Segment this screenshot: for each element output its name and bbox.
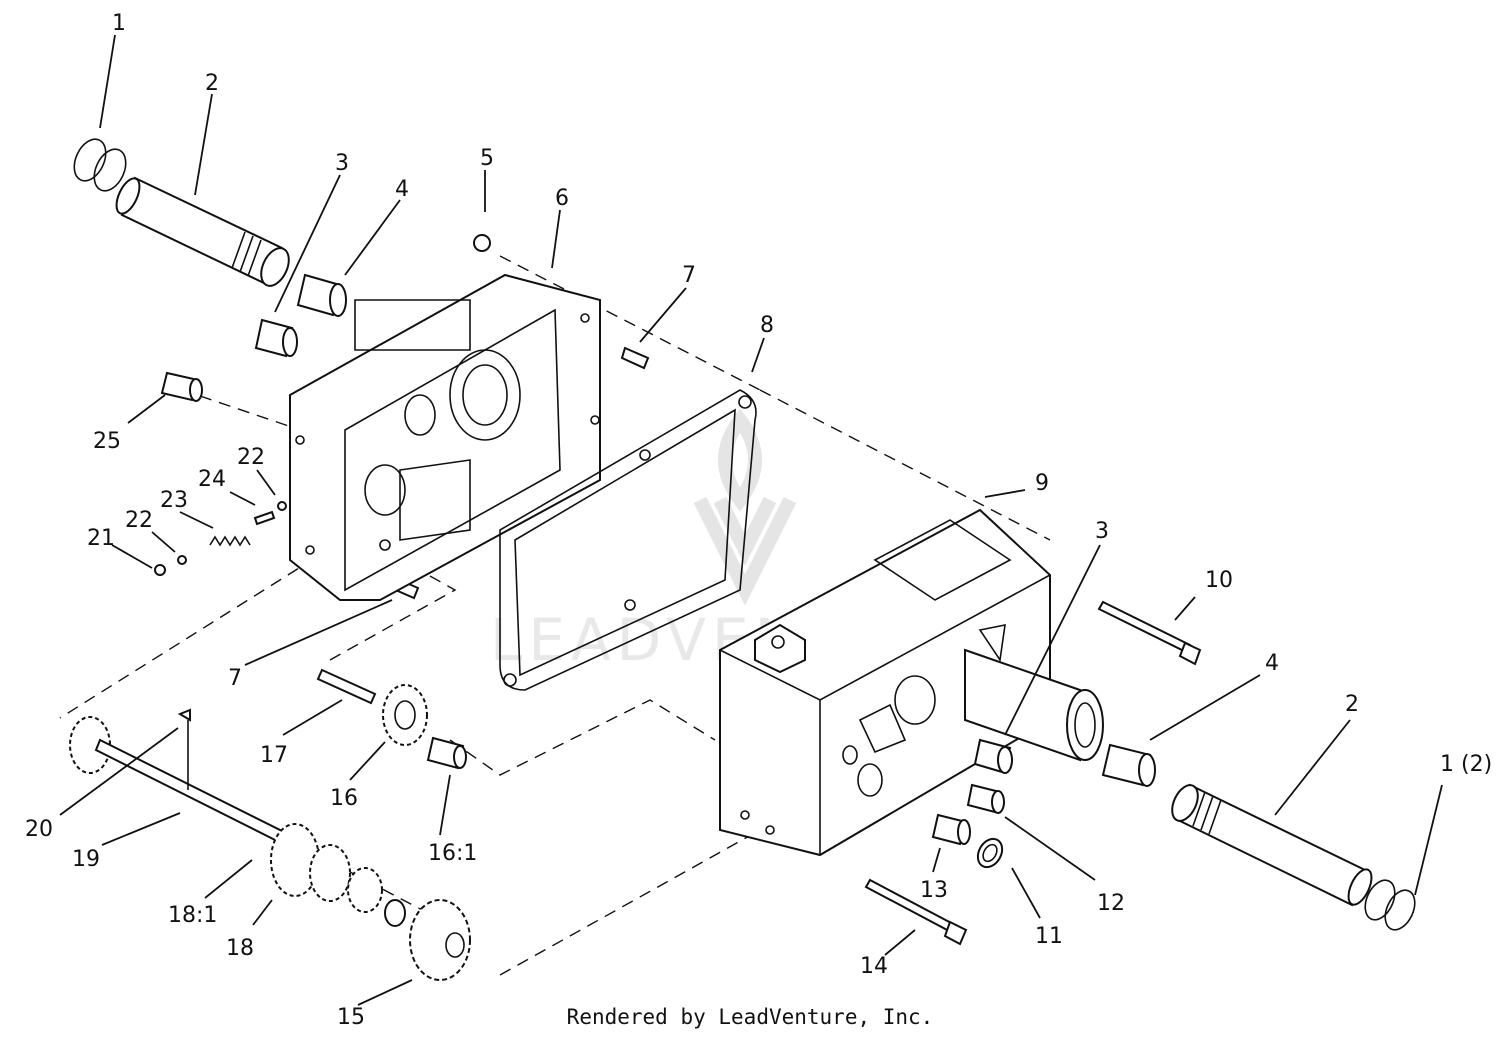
callout-2-upper: 2 — [205, 71, 219, 96]
pin-17 — [316, 668, 377, 705]
detent-spring-23 — [209, 535, 251, 547]
callout-3-lower: 3 — [1095, 519, 1109, 544]
callout-16: 16 — [330, 786, 358, 811]
bolt-10 — [1097, 600, 1202, 666]
callout-11: 11 — [1035, 924, 1063, 949]
callout-22-upper: 22 — [237, 445, 265, 470]
callout-10: 10 — [1205, 568, 1233, 593]
callout-18: 18 — [226, 936, 254, 961]
dowel-pin-upper — [620, 346, 650, 370]
callout-19: 19 — [72, 847, 100, 872]
callout-21: 21 — [87, 526, 115, 551]
bushing-upper-3 — [254, 318, 298, 358]
housing-left-6 — [289, 273, 601, 601]
bushing-lower-3 — [973, 738, 1013, 774]
snap-ring-upper — [73, 138, 127, 192]
callout-5: 5 — [480, 146, 494, 171]
bushing-25 — [160, 371, 203, 402]
callout-12: 12 — [1097, 891, 1125, 916]
seal-11 — [976, 837, 1004, 869]
callout-24: 24 — [198, 467, 226, 492]
callout-3-upper: 3 — [335, 151, 349, 176]
callout-labels: 1 2 3 4 5 6 7 8 25 22 24 23 22 21 9 3 10… — [25, 11, 1492, 1030]
bushing-16-1 — [426, 736, 467, 770]
bushing-lower-4 — [1101, 743, 1156, 787]
bushing-upper-4 — [296, 273, 347, 317]
callout-15: 15 — [337, 1005, 365, 1030]
callout-7-upper: 7 — [682, 263, 696, 288]
snap-ring-lower — [1364, 879, 1416, 931]
gear-16 — [382, 684, 428, 746]
callout-22-lower: 22 — [125, 508, 153, 533]
leader-lines — [59, 34, 1443, 1006]
callout-9: 9 — [1035, 471, 1049, 496]
shaft-lower — [1171, 783, 1373, 907]
callout-16-1: 16:1 — [428, 841, 477, 866]
callout-8: 8 — [760, 313, 774, 338]
bushing-13 — [931, 813, 971, 846]
detent-pin-24 — [253, 510, 276, 526]
callout-4-upper: 4 — [395, 177, 409, 202]
callout-14: 14 — [860, 954, 888, 979]
callout-2-lower: 2 — [1345, 692, 1359, 717]
callout-1-2-lower: 1 (2) — [1440, 752, 1492, 777]
gasket-8 — [499, 389, 757, 691]
bolt-14 — [864, 878, 968, 946]
nut-5 — [473, 234, 491, 252]
bushing-12 — [966, 783, 1005, 814]
shaft-upper — [115, 176, 290, 287]
callout-17: 17 — [260, 743, 288, 768]
gear-cluster-18 — [270, 823, 406, 927]
shaft-19 — [94, 720, 292, 847]
callout-13: 13 — [920, 878, 948, 903]
gear-15 — [409, 899, 471, 981]
callout-23: 23 — [160, 488, 188, 513]
callout-6: 6 — [555, 186, 569, 211]
callout-1-upper: 1 — [112, 11, 126, 36]
detent-ball-22-upper — [277, 501, 287, 511]
callout-18-1: 18:1 — [168, 903, 217, 928]
detent-ball-21 — [154, 564, 166, 576]
detent-ball-22-lower — [177, 555, 187, 565]
callout-4-lower: 4 — [1265, 651, 1279, 676]
footer-credit: Rendered by LeadVenture, Inc. — [566, 1005, 934, 1029]
callout-7-lower: 7 — [228, 666, 242, 691]
callout-25: 25 — [93, 429, 121, 454]
key-20 — [177, 708, 191, 722]
housing-right-9 — [719, 508, 1104, 857]
callout-20: 20 — [25, 817, 53, 842]
